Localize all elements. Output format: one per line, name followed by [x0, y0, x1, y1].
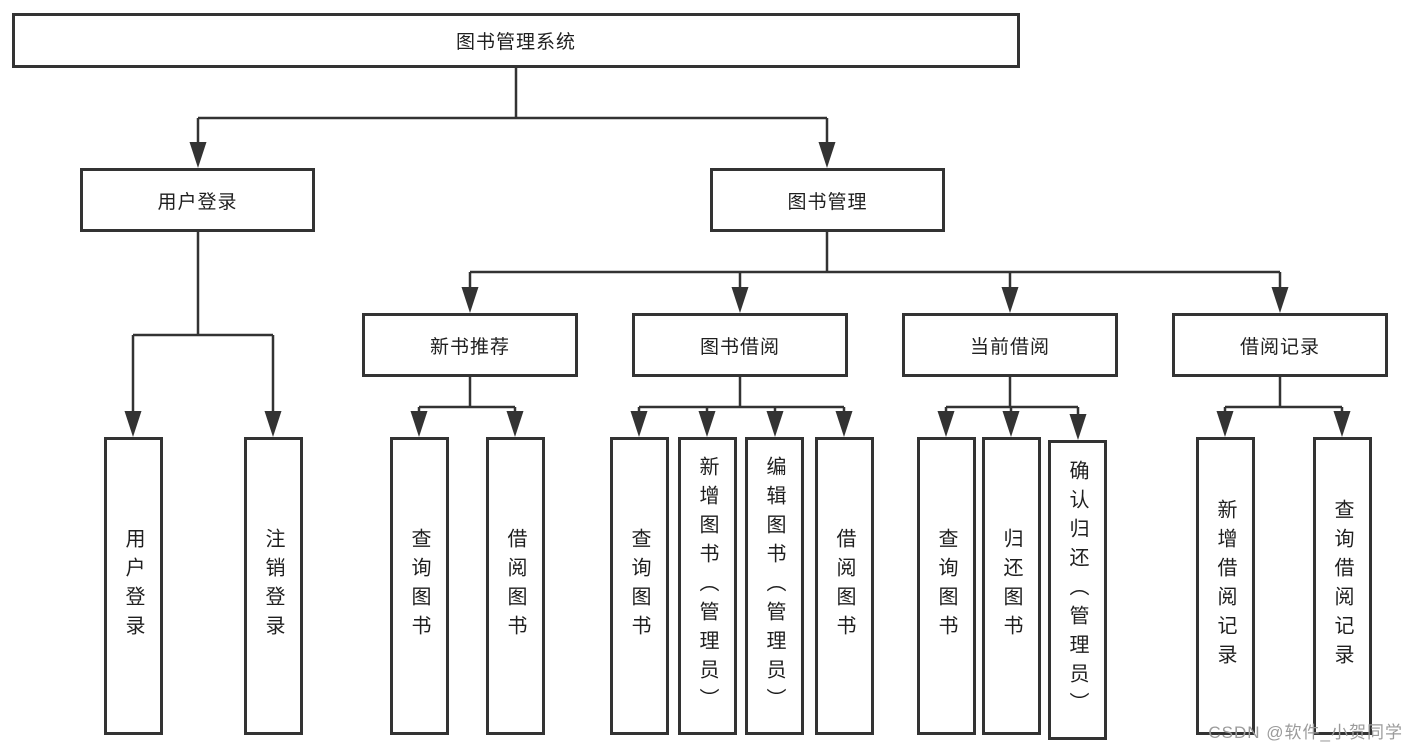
arrowhead: [937, 411, 955, 437]
leaf-borrow-edit-book-admin: 编辑图书（管理员）: [745, 437, 804, 735]
leaf-records-query-record: 查询借阅记录: [1313, 437, 1372, 735]
arrowhead: [835, 411, 853, 437]
node-book-borrowing: 图书借阅: [632, 313, 848, 377]
leaf-logout: 注销登录: [244, 437, 303, 735]
leaf-label: 借阅图书: [833, 528, 855, 644]
arrowhead: [124, 411, 142, 437]
leaf-current-return-books: 归还图书: [982, 437, 1041, 735]
csdn-watermark: CSDN @软件_小贺同学: [1208, 723, 1403, 742]
leaf-borrow-borrow-books: 借阅图书: [815, 437, 874, 735]
arrowhead: [1069, 414, 1087, 440]
edge-root-to-level2: [196, 68, 829, 144]
arrowhead: [1002, 411, 1020, 437]
arrowhead: [1216, 411, 1234, 437]
node-user-login: 用户登录: [80, 168, 315, 232]
edge-borrow-to-leaves: [637, 377, 846, 414]
node-new-book-recommend: 新书推荐: [362, 313, 578, 377]
leaf-current-confirm-return-admin: 确认归还（管理员）: [1048, 440, 1107, 740]
leaf-label: 用户登录: [122, 528, 144, 644]
arrowhead: [630, 411, 648, 437]
leaf-label: 查询图书: [935, 528, 957, 644]
node-book-management: 图书管理: [710, 168, 945, 232]
arrowhead: [506, 411, 524, 437]
leaf-label: 查询图书: [408, 528, 430, 644]
arrowhead: [1001, 287, 1019, 313]
arrowhead: [189, 142, 207, 168]
arrowhead: [731, 287, 749, 313]
arrowhead: [1333, 411, 1351, 437]
leaf-borrow-query-books: 查询图书: [610, 437, 669, 735]
leaf-newbooks-borrow-books: 借阅图书: [486, 437, 545, 735]
node-borrowing-records: 借阅记录: [1172, 313, 1388, 377]
edge-userlogin-to-leaves: [131, 232, 275, 413]
arrowhead: [698, 411, 716, 437]
leaf-label: 确认归还（管理员）: [1066, 459, 1088, 721]
arrowhead: [1271, 287, 1289, 313]
leaf-records-add-record: 新增借阅记录: [1196, 437, 1255, 735]
leaf-label: 归还图书: [1000, 528, 1022, 644]
leaf-newbooks-query-books: 查询图书: [390, 437, 449, 735]
edge-records-to-leaves: [1223, 377, 1344, 414]
arrowhead: [410, 411, 428, 437]
leaf-user-login: 用户登录: [104, 437, 163, 735]
leaf-label: 新增图书（管理员）: [696, 455, 718, 717]
leaf-label: 借阅图书: [504, 528, 526, 644]
edge-bookmgmt-to-level3: [468, 232, 1282, 289]
arrowhead: [264, 411, 282, 437]
leaf-label: 注销登录: [262, 528, 284, 644]
node-library-system: 图书管理系统: [12, 13, 1020, 68]
arrowhead: [461, 287, 479, 313]
leaf-borrow-add-book-admin: 新增图书（管理员）: [678, 437, 737, 735]
arrowhead: [766, 411, 784, 437]
leaf-label: 查询借阅记录: [1331, 499, 1353, 673]
leaf-current-query-books: 查询图书: [917, 437, 976, 735]
leaf-label: 查询图书: [628, 528, 650, 644]
leaf-label: 新增借阅记录: [1214, 499, 1236, 673]
arrowhead: [818, 142, 836, 168]
node-current-borrowing: 当前借阅: [902, 313, 1118, 377]
edge-newbooks-to-leaves: [417, 377, 517, 414]
edge-current-to-leaves: [944, 377, 1080, 417]
leaf-label: 编辑图书（管理员）: [763, 455, 785, 717]
